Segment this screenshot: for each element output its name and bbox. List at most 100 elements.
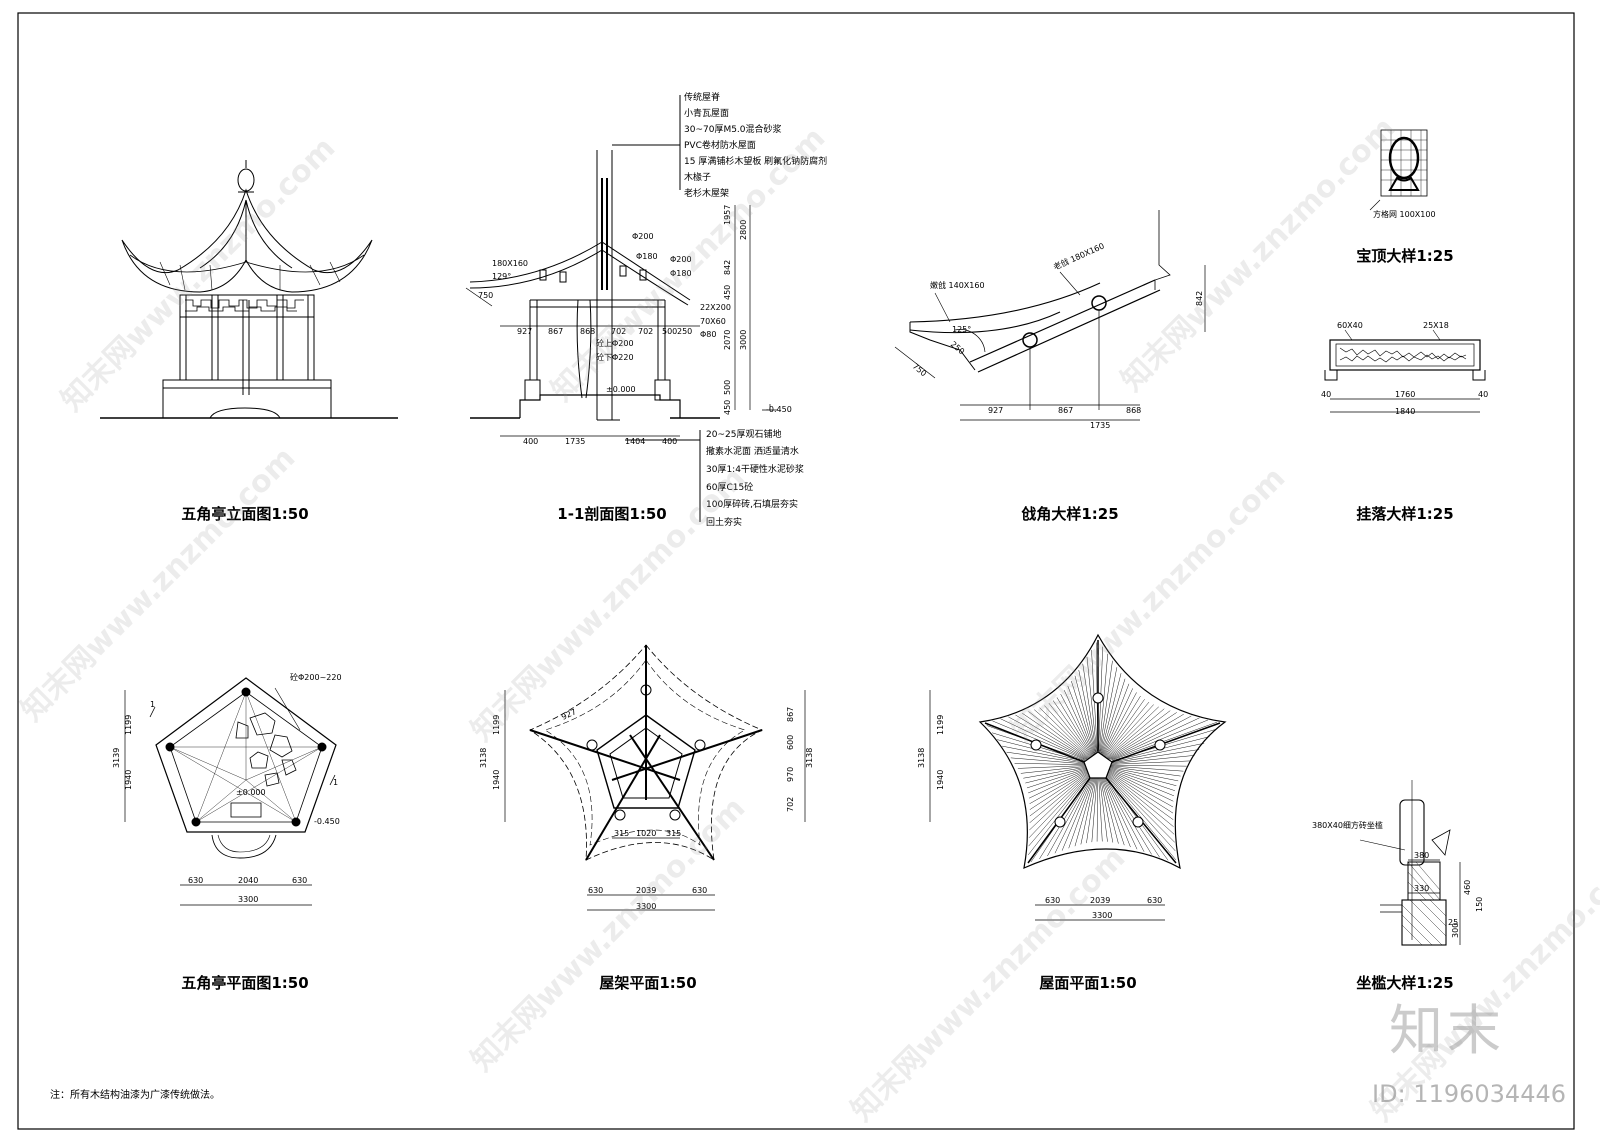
section-callout-11: 砼上Φ200: [596, 338, 634, 348]
seat-detail-title: 坐槛大样1:25: [1356, 974, 1454, 992]
section-dim-right-5: 2070: [723, 330, 732, 350]
roof-hatch-line: [1025, 766, 1090, 784]
section-dim-bottom-2: 1735: [565, 437, 585, 446]
frame-inner-2: 1020: [636, 829, 656, 838]
section-dim-right-3: 842: [723, 260, 732, 275]
pavilion-plan-drawing: [124, 677, 337, 906]
image-id: ID: 1196034446: [1372, 1080, 1566, 1108]
section-dim-top-1: 927: [517, 327, 532, 336]
roof-hatch-line: [1010, 757, 1088, 765]
roof-hatch-line: [1103, 701, 1150, 758]
hanging-dim-2: 1760: [1395, 390, 1415, 399]
roof-hatch-line: [1052, 700, 1093, 758]
sheet-border: [17, 12, 1575, 1130]
plan-level-1: -0.450: [314, 817, 340, 826]
plan-column-label: 砼Φ200~220: [290, 672, 342, 682]
floor-layer-5: 100厚碎砖,石填层夯实: [706, 498, 798, 510]
frame-r-3: 970: [786, 767, 795, 782]
roof-frame-title: 屋架平面1:50: [599, 974, 697, 992]
section-dim-right-1: 1957: [723, 205, 732, 225]
roofplan-h-1: 630: [1045, 896, 1060, 905]
roof-hatch-line: [1107, 767, 1177, 786]
hanging-total: 1840: [1395, 407, 1415, 416]
frame-rt: 3138: [805, 748, 814, 768]
roof-hatch-line: [1061, 775, 1094, 851]
seat-w2: 330: [1414, 884, 1429, 893]
corner-beam-1: 嫩戗 140X160: [930, 280, 985, 290]
corner-beam-2: 老戗 180X160: [1052, 240, 1106, 271]
roof-hatch-line: [1071, 680, 1096, 755]
roofplan-vt: 3138: [917, 748, 926, 768]
plan-vt: 3139: [112, 748, 121, 768]
roof-hatch-line: [1023, 766, 1090, 779]
section-callout-2: 129°: [492, 272, 511, 281]
roof-hatch-line: [1026, 767, 1090, 789]
roof-hatch-line: [1044, 705, 1092, 759]
roof-hatch-line: [1074, 774, 1096, 847]
roof-hatch-line: [1109, 715, 1192, 760]
corner-detail-drawing: [894, 210, 1206, 421]
hanging-lattice-drawing: [1324, 329, 1486, 413]
plan-mark-2: 1: [333, 778, 338, 787]
frame-v2: 1940: [492, 770, 501, 790]
roof-hatch-line: [1109, 755, 1195, 765]
hanging-lattice-label: 25X18: [1423, 321, 1449, 330]
section-callout-9: 70X60: [700, 317, 726, 326]
hanging-dim-1: 40: [1321, 390, 1331, 399]
roof-hatch-line: [1101, 678, 1126, 755]
frame-inner-3: 315: [666, 829, 681, 838]
roof-hatch-line: [1102, 775, 1138, 850]
seat-w1: 380: [1414, 851, 1429, 860]
section-callout-8: 22X200: [700, 303, 731, 312]
corner-d1: 750: [911, 362, 928, 379]
brand-logo: 知末: [1389, 999, 1505, 1062]
section-dim-bottom-1: 400: [523, 437, 538, 446]
roof-layer-7: 老杉木屋架: [684, 187, 729, 199]
section-callout-12: 砼下Φ220: [596, 352, 634, 362]
roof-hatch-line: [1082, 663, 1097, 753]
roof-plan-title: 屋面平面1:50: [1039, 974, 1137, 992]
plan-v1: 1199: [124, 715, 133, 735]
section-dim-right-4: 450: [723, 285, 732, 300]
roof-hatch-line: [1098, 653, 1108, 752]
section-dim-top-3: 868: [580, 327, 595, 336]
roof-hatch-line: [1096, 774, 1099, 842]
elevation-drawing: [100, 160, 398, 419]
corner-dim-2: 867: [1058, 406, 1073, 415]
roof-layer-2: 小青瓦屋面: [684, 107, 729, 119]
roof-hatch-line: [1106, 773, 1175, 835]
roof-layer-4: PVC卷材防水屋面: [684, 139, 756, 151]
roof-hatch-line: [1017, 765, 1089, 769]
seat-h3: 300: [1451, 923, 1460, 938]
roof-hatch-line: [1100, 774, 1125, 846]
roof-hatch-line: [1104, 704, 1154, 758]
roof-hatch-line: [1107, 774, 1175, 843]
roof-hatch-line: [1000, 718, 1087, 760]
roof-hatch-line: [1008, 716, 1088, 760]
plan-mark-1: 1: [150, 700, 155, 709]
section-callout-6: Φ200: [670, 255, 692, 264]
roof-hatch-line: [1028, 773, 1090, 838]
frame-top: 927: [560, 707, 578, 722]
frame-r-2: 600: [786, 735, 795, 750]
plan-level-0: ±0.000: [236, 788, 266, 797]
roof-hatch-line: [1105, 708, 1165, 759]
roof-hatch-line: [1100, 673, 1122, 755]
section-dim-top-4: 702: [611, 327, 626, 336]
corner-total: 1735: [1090, 421, 1110, 430]
roof-hatch-line: [1112, 721, 1218, 761]
roof-hatch-line: [1086, 774, 1097, 844]
roof-hatch-line: [1091, 774, 1098, 843]
frame-h-2: 2039: [636, 886, 656, 895]
roof-hatch-line: [1060, 693, 1094, 757]
roof-hatch-line: [992, 720, 1086, 760]
frame-r-1: 867: [786, 707, 795, 722]
floor-layer-3: 30厚1:4干硬性水泥砂浆: [706, 463, 804, 475]
roof-hatch-line: [1103, 699, 1145, 758]
roof-hatch-line: [1067, 685, 1095, 756]
roofplan-ht: 3300: [1092, 911, 1112, 920]
elevation-title: 五角亭立面图1:50: [181, 505, 309, 523]
section-dim-bottom-3: 1404: [625, 437, 645, 446]
roof-hatch-line: [1020, 765, 1089, 774]
